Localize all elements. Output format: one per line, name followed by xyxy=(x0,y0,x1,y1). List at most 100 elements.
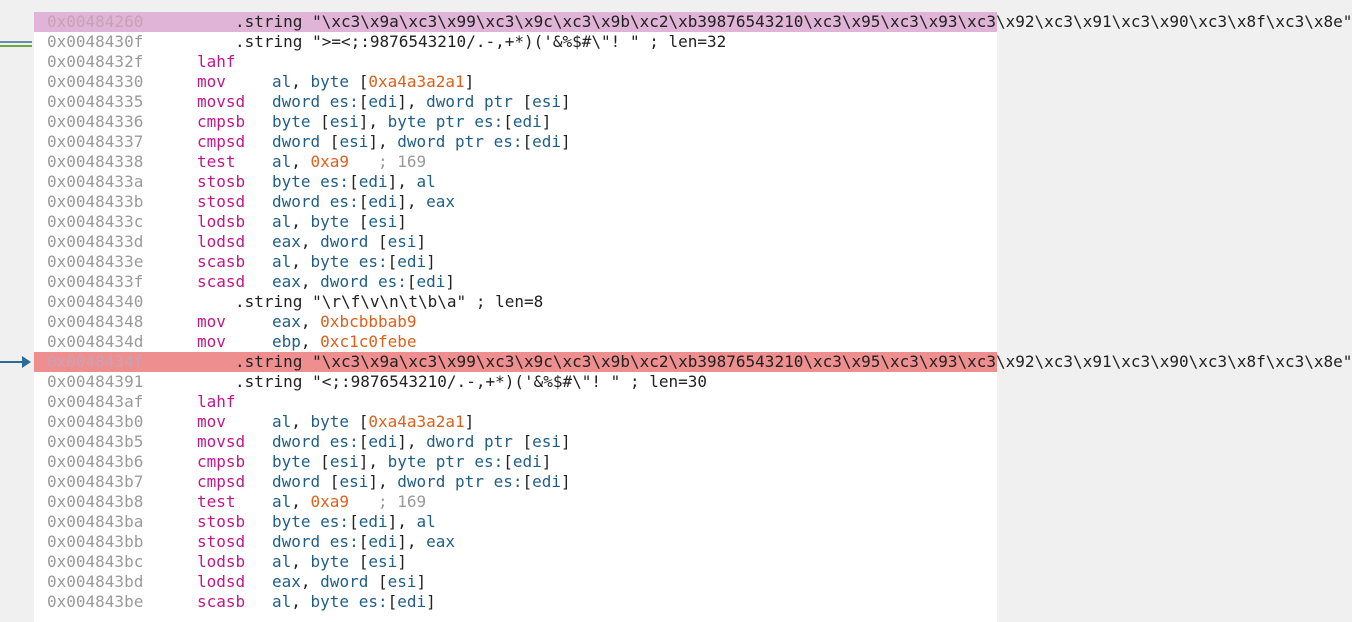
operand-token: [ xyxy=(406,272,417,291)
gutter[interactable] xyxy=(0,0,34,622)
instruction-address: 0x0048430f xyxy=(47,32,144,51)
operand-token: ] xyxy=(561,132,571,151)
operand-token: ] xyxy=(397,212,407,231)
operand-token: al xyxy=(272,412,292,431)
instruction-mnemonic: lahf xyxy=(197,392,236,411)
operand-token: edi xyxy=(358,172,388,191)
instruction-row[interactable]: 0x00484340.string "\r\f\v\n\t\b\a" ; len… xyxy=(34,292,997,312)
instruction-operands: dword [esi], dword ptr es:[edi] xyxy=(272,472,571,492)
operand-token: [ xyxy=(503,452,513,471)
instruction-address: 0x00484340 xyxy=(47,292,144,311)
operand-token: ] xyxy=(426,592,436,611)
operand-token: , xyxy=(291,72,311,91)
operand-token: , xyxy=(300,272,321,291)
instruction-operands: al, 0xa9 ; 169 xyxy=(272,152,426,172)
operand-token: edi xyxy=(368,192,398,211)
instruction-address: 0x00484348 xyxy=(47,312,144,331)
operand-token: [ xyxy=(358,72,369,91)
operand-token: dword ptr es: xyxy=(397,472,523,491)
instruction-operands: dword es:[edi], dword ptr [esi] xyxy=(272,432,571,452)
operand-token: [ xyxy=(522,472,533,491)
operand-token: , xyxy=(368,112,388,131)
operand-token: al xyxy=(272,252,292,271)
operand-token: , xyxy=(291,592,311,611)
operand-token: ] xyxy=(541,452,552,471)
operand-token: al xyxy=(272,592,292,611)
operand-token: dword xyxy=(272,472,330,491)
operand-token: esi xyxy=(329,112,359,131)
operand-token: ] xyxy=(397,192,407,211)
instruction-operands: al, byte es:[edi] xyxy=(272,592,436,612)
operand-token: , xyxy=(406,192,427,211)
operand-token: ] xyxy=(561,472,571,491)
instruction-row[interactable]: 0x0048430f.string ">=<;:9876543210/.-,+*… xyxy=(34,32,997,52)
operand-token: dword es: xyxy=(320,272,407,291)
instruction-operands: al, byte [esi] xyxy=(272,212,407,232)
operand-token: ] xyxy=(426,252,436,271)
operand-token: dword es: xyxy=(272,92,359,111)
instruction-mnemonic: mov xyxy=(197,312,226,331)
instruction-mnemonic: cmpsd xyxy=(197,132,246,151)
instruction-address: 0x0048433f xyxy=(47,272,144,291)
operand-token: al xyxy=(272,212,292,231)
operand-token: dword ptr es: xyxy=(397,132,523,151)
operand-token: esi xyxy=(368,212,398,231)
current-instruction-row[interactable]: 0x0048434f.string "\xc3\x9a\xc3\x99\xc3\… xyxy=(34,352,1352,372)
operand-token: byte xyxy=(310,412,359,431)
operand-token: esi xyxy=(532,432,562,451)
operand-token: , xyxy=(300,312,321,331)
operand-token: , xyxy=(300,572,321,591)
disassembly-listing[interactable]: 0x00484260.string "\xc3\x9a\xc3\x99\xc3\… xyxy=(34,12,1352,622)
operand-token: esi xyxy=(368,552,398,571)
operand-token: ] xyxy=(368,472,378,491)
instruction-operands: dword es:[edi], dword ptr [esi] xyxy=(272,92,571,112)
operand-token: ] xyxy=(464,412,475,431)
operand-token: edi xyxy=(532,132,562,151)
operand-token: dword xyxy=(272,132,330,151)
operand-token: , xyxy=(291,492,311,511)
operand-token: , xyxy=(377,132,398,151)
operand-token: , xyxy=(406,432,427,451)
operand-token: [ xyxy=(522,92,533,111)
instruction-address: 0x00484391 xyxy=(47,372,144,391)
string-directive: .string "<;:9876543210/.-,+*)('&%$#\"! "… xyxy=(235,372,708,391)
instruction-address: 0x0048433e xyxy=(47,252,144,271)
instruction-address: 0x004843b0 xyxy=(47,412,144,431)
operand-token: edi xyxy=(368,532,398,551)
operand-token: edi xyxy=(368,432,398,451)
selected-instruction-row[interactable]: 0x00484260.string "\xc3\x9a\xc3\x99\xc3\… xyxy=(34,12,1352,32)
operand-token: , xyxy=(377,472,398,491)
operand-token: , xyxy=(406,92,427,111)
instruction-row[interactable]: 0x00484391 .string "<;:9876543210/.-,+*)(… xyxy=(34,372,997,392)
operand-token: edi xyxy=(358,512,388,531)
operand-token: 0xa9 xyxy=(310,152,350,171)
operand-token: ] xyxy=(464,72,475,91)
jump-line-marker xyxy=(0,41,32,47)
